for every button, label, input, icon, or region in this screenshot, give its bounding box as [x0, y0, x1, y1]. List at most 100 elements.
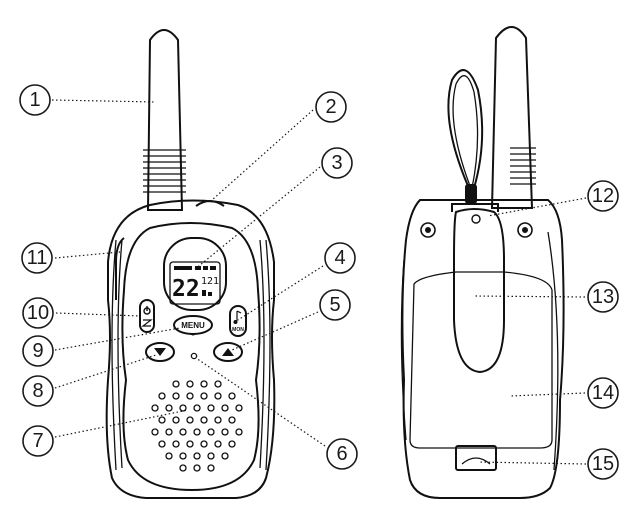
- speaker-hole: [193, 404, 201, 412]
- svg-text:8: 8: [32, 380, 43, 402]
- wrist-strap: [447, 69, 484, 204]
- leader-15: [477, 461, 587, 465]
- speaker-hole: [172, 392, 180, 400]
- up-button: [213, 342, 243, 362]
- speaker-hole: [200, 440, 208, 448]
- speaker-hole: [179, 464, 187, 472]
- speaker-hole: [228, 440, 236, 448]
- mon-button: MON: [229, 305, 247, 337]
- callout-12: 12: [587, 180, 619, 212]
- speaker-hole: [221, 428, 229, 436]
- svg-text:15: 15: [592, 453, 614, 475]
- down-button: [145, 342, 175, 362]
- lcd-channel-number: 22: [172, 276, 200, 302]
- speaker-hole: [214, 440, 222, 448]
- svg-text:4: 4: [334, 247, 345, 269]
- speaker-hole: [235, 404, 243, 412]
- speaker-grille: [151, 380, 243, 472]
- speaker-hole: [193, 464, 201, 472]
- leader-2: [211, 109, 314, 201]
- lcd-status-icons: [174, 266, 216, 270]
- speaker-hole: [165, 404, 173, 412]
- front-antenna: [143, 29, 186, 211]
- speaker-hole: [214, 416, 222, 424]
- microphone-hole: [190, 352, 198, 360]
- front-radio: 22 121 MENU MON: [105, 29, 276, 499]
- svg-text:12: 12: [592, 185, 614, 207]
- callout-3: 3: [321, 147, 353, 179]
- speaker-hole: [200, 380, 208, 388]
- svg-text:11: 11: [27, 247, 48, 269]
- battery-cover-latch: [455, 445, 497, 471]
- speaker-hole: [158, 416, 166, 424]
- speaker-hole: [186, 416, 194, 424]
- leader-7: [54, 409, 189, 438]
- leader-9: [54, 327, 181, 351]
- speaker-hole: [158, 440, 166, 448]
- svg-text:5: 5: [329, 294, 340, 316]
- lcd-display: 22 121: [163, 237, 227, 311]
- lcd-code-number: 121: [201, 276, 219, 287]
- speaker-hole: [214, 392, 222, 400]
- leader-14: [509, 392, 586, 397]
- speaker-hole: [165, 452, 173, 460]
- leader-lines: [51, 99, 587, 465]
- front-antenna-grip: [143, 149, 186, 193]
- back-screw-right: [517, 222, 533, 238]
- speaker-hole: [207, 404, 215, 412]
- svg-text:7: 7: [32, 430, 43, 452]
- speaker-hole: [228, 392, 236, 400]
- speaker-hole: [151, 404, 159, 412]
- leader-8: [54, 354, 157, 389]
- speaker-hole: [172, 380, 180, 388]
- speaker-hole: [186, 392, 194, 400]
- speaker-hole: [158, 392, 166, 400]
- svg-text:9: 9: [32, 340, 43, 362]
- callout-6: 6: [326, 438, 358, 470]
- callout-7: 7: [22, 425, 54, 457]
- menu-label: MENU: [181, 321, 205, 330]
- speaker-hole: [179, 452, 187, 460]
- callout-1: 1: [19, 84, 51, 116]
- speaker-hole: [172, 440, 180, 448]
- callout-10: 10: [22, 297, 54, 329]
- callout-14: 14: [587, 377, 619, 409]
- speaker-hole: [172, 416, 180, 424]
- leader-4: [237, 265, 324, 321]
- lcd-small-icons: [202, 290, 212, 296]
- speaker-hole: [193, 428, 201, 436]
- leader-3: [193, 166, 321, 271]
- strap-slot: [451, 203, 499, 212]
- callout-15: 15: [587, 448, 619, 480]
- speaker-hole: [207, 428, 215, 436]
- speaker-hole: [200, 416, 208, 424]
- callouts: 1 2 3 4 5 6 7 8 9 10 11 12 13 14 15: [19, 84, 619, 480]
- speaker-hole: [207, 452, 215, 460]
- leader-1: [51, 99, 157, 103]
- speaker-hole: [221, 452, 229, 460]
- talk-power-button: [139, 299, 155, 333]
- callout-2: 2: [315, 91, 347, 123]
- callout-5: 5: [319, 289, 351, 321]
- mon-label: MON: [232, 327, 244, 333]
- menu-button: MENU: [173, 315, 213, 336]
- speaker-hole: [165, 428, 173, 436]
- speaker-hole: [151, 428, 159, 436]
- speaker-hole: [193, 452, 201, 460]
- leader-10: [55, 312, 141, 317]
- speaker-hole: [179, 428, 187, 436]
- belt-clip: [453, 208, 505, 374]
- leader-11: [54, 251, 121, 259]
- leader-6: [195, 357, 326, 447]
- callout-8: 8: [22, 375, 54, 407]
- speaker-hole: [235, 428, 243, 436]
- speaker-hole: [186, 440, 194, 448]
- svg-text:1: 1: [29, 89, 40, 111]
- front-body-shell: [105, 199, 276, 499]
- svg-text:10: 10: [27, 302, 49, 324]
- speaker-hole: [214, 380, 222, 388]
- front-face: [121, 222, 261, 492]
- svg-text:14: 14: [592, 382, 614, 404]
- callout-9: 9: [22, 335, 54, 367]
